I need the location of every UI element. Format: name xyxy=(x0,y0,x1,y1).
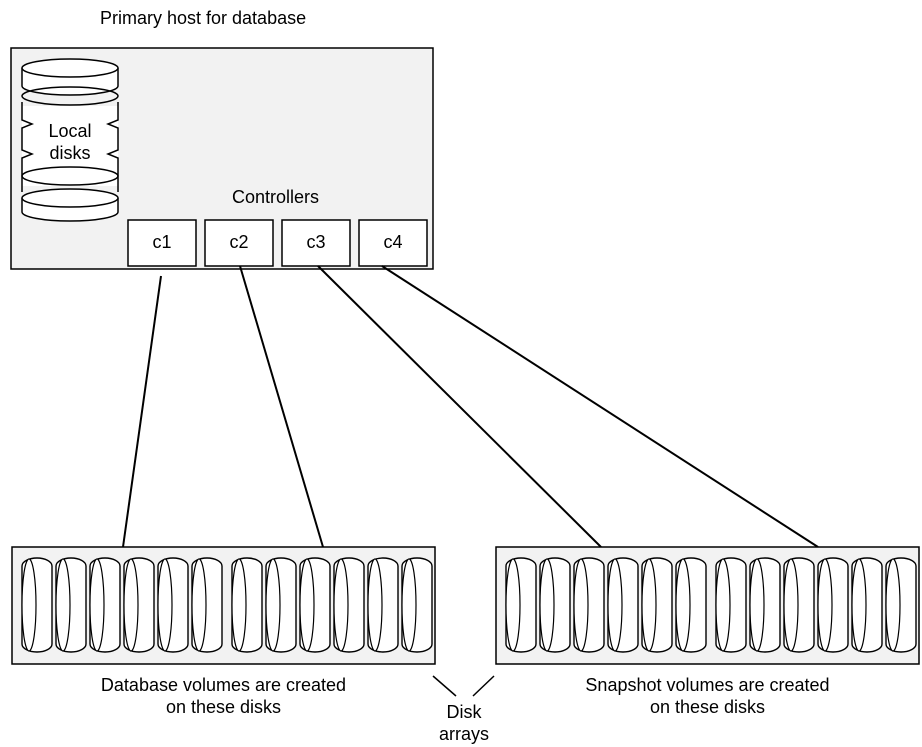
database-array-disk-6 xyxy=(191,557,223,653)
snapshot-array-disk-7 xyxy=(715,557,747,653)
local-disks-line1: Local xyxy=(46,120,94,142)
database-array-disk-9 xyxy=(299,557,331,653)
disk-arrays-pointer-left xyxy=(432,675,457,697)
snapshot-array-disk-1 xyxy=(505,557,537,653)
controller-c2-box xyxy=(204,219,274,267)
controller-c4-label: c4 xyxy=(383,232,403,252)
local-disks-label: Local disks xyxy=(22,120,118,164)
link-c4-snapshot-array xyxy=(381,265,819,548)
snapshot-array-disk-5 xyxy=(641,557,673,653)
snapshot-caption: Snapshot volumes are created on these di… xyxy=(496,674,919,718)
snapshot-array-disk-12 xyxy=(885,557,917,653)
database-caption: Database volumes are created on these di… xyxy=(12,674,435,718)
snapshot-array-disk-3 xyxy=(573,557,605,653)
controllers-label: Controllers xyxy=(232,187,320,207)
local-disks-line2: disks xyxy=(47,142,93,164)
database-array-disk-7 xyxy=(231,557,263,653)
snapshot-array-disk-10 xyxy=(817,557,849,653)
disk-arrays-line2: arrays xyxy=(438,724,489,744)
link-c1-database-array xyxy=(122,275,162,548)
snapshot-caption-line2: on these disks xyxy=(649,697,766,717)
link-c3-snapshot-array xyxy=(317,265,602,548)
disk-arrays-pointer-right xyxy=(472,675,495,697)
database-array-disk-11 xyxy=(367,557,399,653)
disk-arrays-line1: Disk xyxy=(446,702,482,722)
database-array-disk-2 xyxy=(55,557,87,653)
snapshot-array-disk-2 xyxy=(539,557,571,653)
controller-c2-label: c2 xyxy=(229,232,249,252)
controller-c1-box xyxy=(127,219,197,267)
snapshot-array-disk-8 xyxy=(749,557,781,653)
snapshot-array-disk-9 xyxy=(783,557,815,653)
link-c2-database-array xyxy=(239,265,324,548)
database-array-disk-4 xyxy=(123,557,155,653)
snapshot-caption-line1: Snapshot volumes are created xyxy=(585,675,830,695)
database-array-disk-12 xyxy=(401,557,433,653)
snapshot-array-disk-11 xyxy=(851,557,883,653)
controller-c4-box xyxy=(358,219,428,267)
snapshot-array-disk-4 xyxy=(607,557,639,653)
controller-c1-label: c1 xyxy=(152,232,172,252)
database-array-disk-1 xyxy=(21,557,53,653)
snapshot-array-disk-6 xyxy=(675,557,707,653)
database-caption-line2: on these disks xyxy=(165,697,282,717)
database-array-disk-8 xyxy=(265,557,297,653)
host-title: Primary host for database xyxy=(100,8,307,28)
database-array-disk-5 xyxy=(157,557,189,653)
disk-arrays-label: Disk arrays xyxy=(424,701,504,745)
database-array-disk-10 xyxy=(333,557,365,653)
controller-c3-label: c3 xyxy=(306,232,326,252)
controller-c3-box xyxy=(281,219,351,267)
database-array-disk-3 xyxy=(89,557,121,653)
database-caption-line1: Database volumes are created xyxy=(100,675,347,695)
